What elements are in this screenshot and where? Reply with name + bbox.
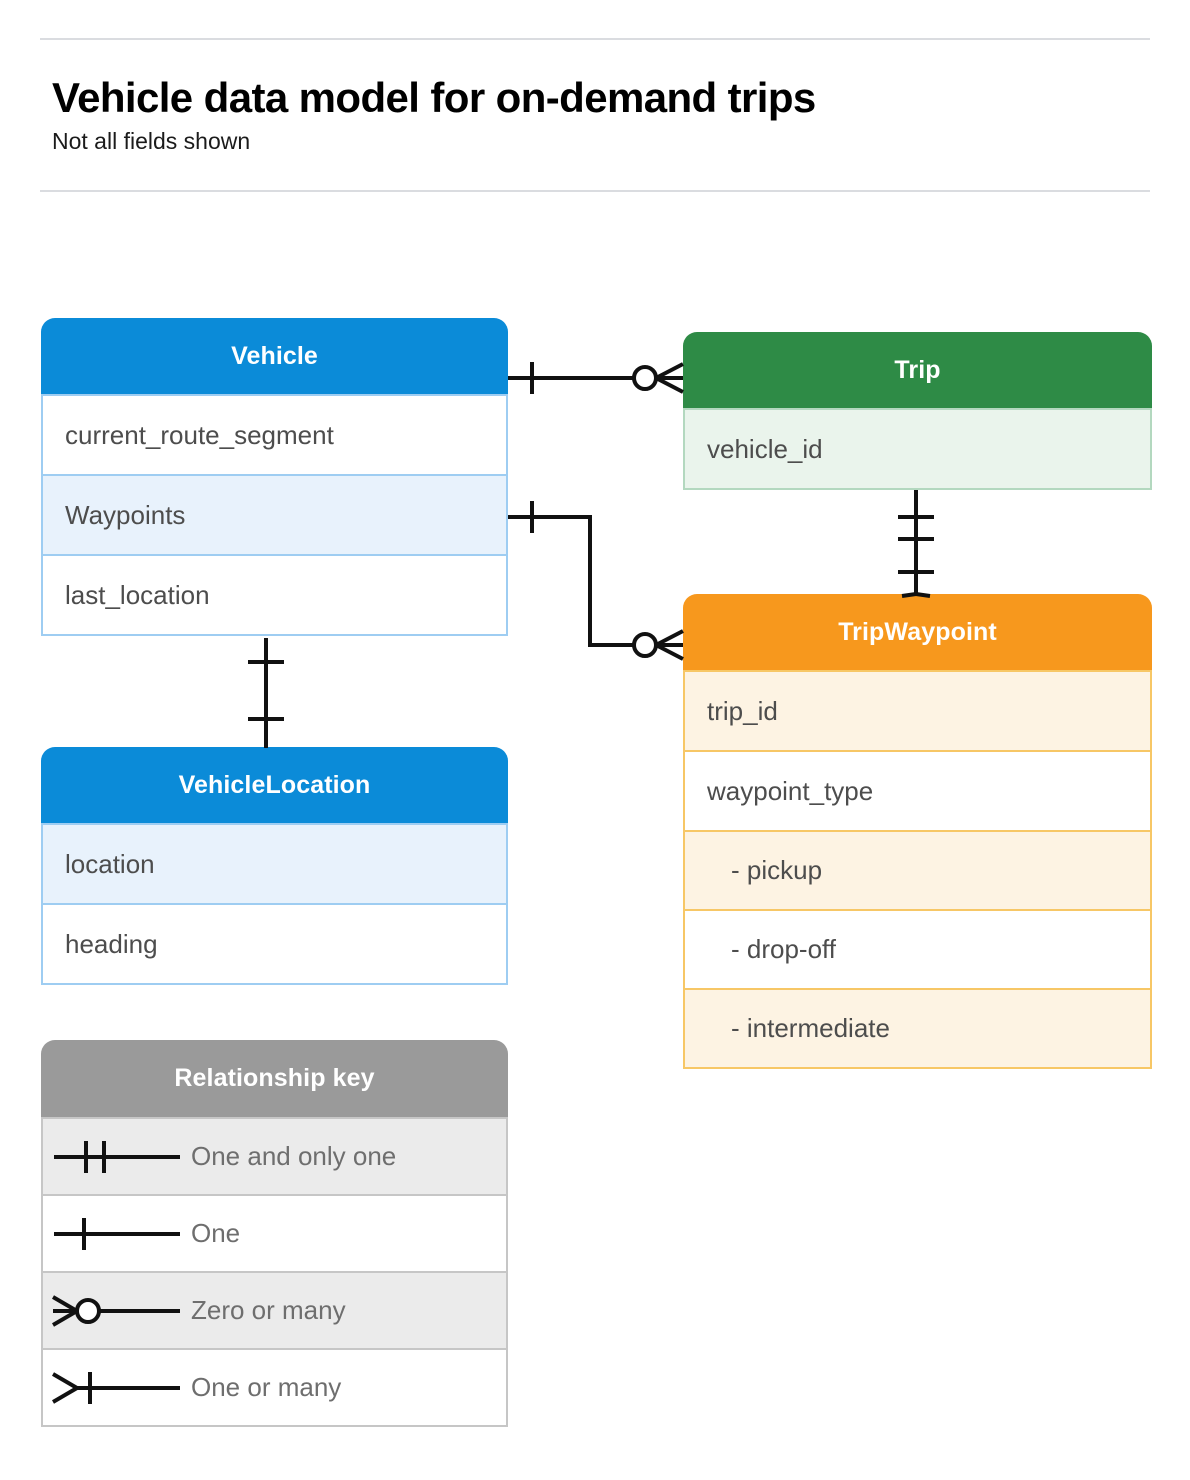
field-row[interactable]: vehicle_id [685, 408, 1150, 488]
one-icon [43, 1214, 191, 1254]
legend-row-one: One [43, 1194, 506, 1271]
page-subtitle: Not all fields shown [52, 128, 251, 155]
entity-vehicle-fields: current_route_segment Waypoints last_loc… [41, 394, 508, 636]
field-row[interactable]: Waypoints [43, 474, 506, 554]
page-title: Vehicle data model for on-demand trips [52, 74, 816, 121]
entity-trip[interactable]: Trip vehicle_id [683, 332, 1152, 490]
entity-vehicle-location-header: VehicleLocation [41, 747, 508, 823]
entity-vehicle-header: Vehicle [41, 318, 508, 394]
connector-trip-to-tripwaypoint [898, 490, 934, 598]
entity-trip-waypoint-header: TripWaypoint [683, 594, 1152, 670]
legend-label: One or many [191, 1372, 342, 1402]
legend-label: Zero or many [191, 1295, 346, 1325]
connector-vehicle-to-trip [508, 362, 684, 394]
relationship-key-legend: Relationship key One and only one One [41, 1040, 508, 1427]
field-row[interactable]: last_location [43, 554, 506, 634]
legend-title: Relationship key [41, 1040, 508, 1117]
field-row[interactable]: waypoint_type [685, 750, 1150, 830]
field-row-enum[interactable]: - intermediate [685, 988, 1150, 1067]
connector-vehicle-to-vehiclelocation [248, 638, 284, 748]
zero-or-many-icon [43, 1291, 191, 1331]
entity-trip-waypoint-fields: trip_id waypoint_type - pickup - drop-of… [683, 670, 1152, 1069]
field-row-enum[interactable]: - pickup [685, 830, 1150, 909]
one-and-only-one-icon [43, 1137, 191, 1177]
legend-row-zero-or-many: Zero or many [43, 1271, 506, 1348]
entity-vehicle[interactable]: Vehicle current_route_segment Waypoints … [41, 318, 508, 636]
legend-label: One [191, 1218, 241, 1248]
field-row[interactable]: current_route_segment [43, 394, 506, 474]
legend-row-one-or-many: One or many [43, 1348, 506, 1425]
entity-trip-fields: vehicle_id [683, 408, 1152, 490]
header-rule-bottom [40, 189, 1150, 192]
legend-row-one-and-only-one: One and only one [43, 1117, 506, 1194]
field-row[interactable]: trip_id [685, 670, 1150, 750]
header-rule-top [40, 38, 1150, 40]
one-or-many-icon [43, 1368, 191, 1408]
entity-trip-waypoint[interactable]: TripWaypoint trip_id waypoint_type - pic… [683, 594, 1152, 1069]
page-header: Vehicle data model for on-demand trips N… [40, 38, 1150, 192]
field-row[interactable]: heading [43, 903, 506, 983]
legend-rows: One and only one One Zero [41, 1117, 508, 1427]
field-row-enum[interactable]: - drop-off [685, 909, 1150, 988]
entity-trip-header: Trip [683, 332, 1152, 408]
entity-vehicle-location-fields: location heading [41, 823, 508, 985]
legend-label: One and only one [191, 1141, 397, 1171]
header-rule-bottom-wrap [40, 189, 1150, 192]
field-row[interactable]: location [43, 823, 506, 903]
entity-vehicle-location[interactable]: VehicleLocation location heading [41, 747, 508, 985]
connector-waypoints-to-tripwaypoint [508, 501, 684, 661]
